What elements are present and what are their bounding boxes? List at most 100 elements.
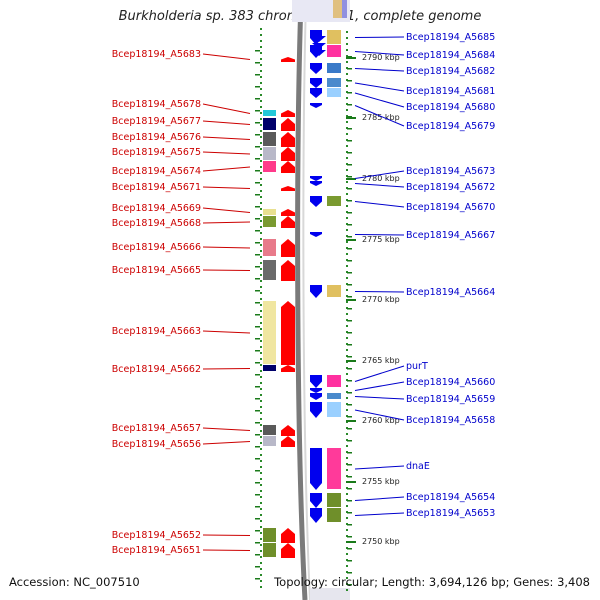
- scale-tick: [255, 98, 260, 100]
- scale-major-tick: [346, 178, 356, 180]
- ruler-dot: [346, 169, 348, 171]
- scale-tick: [255, 386, 260, 388]
- gene-arrow-plus: [310, 232, 322, 237]
- scale-tick: [347, 368, 352, 370]
- ruler-dot: [260, 214, 262, 216]
- gene-label-left: Bcep18194_A5663: [112, 326, 201, 337]
- ruler-dot: [346, 385, 348, 387]
- gene-arrow-minus: [281, 543, 295, 558]
- gene-label-right: Bcep18194_A5673: [406, 166, 495, 177]
- scale-tick: [255, 194, 260, 196]
- gene-label-leader: [202, 103, 251, 114]
- ruler-dot: [260, 556, 262, 558]
- ruler-dot: [260, 100, 262, 102]
- ruler-dot: [346, 553, 348, 555]
- scale-label: 2775 kbp: [362, 235, 400, 244]
- ruler-dot: [260, 484, 262, 486]
- ruler-dot: [260, 292, 262, 294]
- top-band-strip: [333, 0, 342, 18]
- scale-tick: [347, 380, 352, 382]
- gene-label-leader: [354, 465, 405, 470]
- ruler-dot: [346, 181, 348, 183]
- scale-tick: [255, 254, 260, 256]
- gene-label-leader: [354, 105, 405, 127]
- ruler-dot: [260, 244, 262, 246]
- gene-arrow-minus: [281, 436, 295, 447]
- gene-label-left: Bcep18194_A5671: [112, 182, 201, 193]
- gene-label-right: Bcep18194_A5681: [406, 86, 495, 97]
- ruler-dot: [346, 349, 348, 351]
- ruler-dot: [346, 265, 348, 267]
- scale-tick: [347, 80, 352, 82]
- scale-tick: [255, 62, 260, 64]
- ruler-dot: [260, 520, 262, 522]
- gene-label-leader: [202, 53, 251, 60]
- ruler-dot: [260, 142, 262, 144]
- scale-tick: [347, 128, 352, 130]
- gene-arrow-plus: [310, 176, 322, 181]
- gene-block: [327, 78, 341, 87]
- ruler-dot: [260, 346, 262, 348]
- scale-tick: [347, 224, 352, 226]
- ruler-dot: [346, 253, 348, 255]
- genome-backbone-line: [295, 0, 308, 600]
- scale-tick: [255, 434, 260, 436]
- scale-label: 2750 kbp: [362, 537, 400, 546]
- scale-label: 2765 kbp: [362, 356, 400, 365]
- gene-block: [327, 375, 341, 387]
- scale-tick: [255, 542, 260, 544]
- map-backbone: [292, 0, 350, 600]
- ruler-dot: [260, 118, 262, 120]
- ruler-dot: [260, 274, 262, 276]
- ruler-dot: [260, 82, 262, 84]
- top-band-strip-blue: [342, 0, 347, 18]
- scale-tick: [255, 110, 260, 112]
- scale-tick: [347, 308, 352, 310]
- scale-tick: [347, 392, 352, 394]
- ruler-dot: [260, 538, 262, 540]
- gene-block: [327, 493, 341, 507]
- scale-tick: [255, 158, 260, 160]
- scale-tick: [255, 446, 260, 448]
- scale-tick: [255, 410, 260, 412]
- ruler-dot: [260, 136, 262, 138]
- gene-arrow-minus: [281, 239, 295, 257]
- scale-tick: [255, 230, 260, 232]
- gene-arrow-plus: [310, 402, 322, 418]
- ruler-dot: [260, 568, 262, 570]
- ruler-dot: [260, 154, 262, 156]
- scale-tick: [255, 290, 260, 292]
- ruler-dot: [260, 508, 262, 510]
- scale-tick: [255, 278, 260, 280]
- ruler-dot: [260, 76, 262, 78]
- ruler-dot: [260, 442, 262, 444]
- gene-block: [263, 132, 276, 146]
- scale-tick: [255, 182, 260, 184]
- gene-block: [327, 402, 341, 417]
- ruler-dot: [346, 193, 348, 195]
- gene-label-right: Bcep18194_A5654: [406, 492, 495, 503]
- gene-arrow-plus: [310, 103, 322, 108]
- ruler-dot: [260, 466, 262, 468]
- ruler-dot: [260, 208, 262, 210]
- gene-arrow-plus: [310, 285, 322, 298]
- gene-arrow-minus: [281, 301, 295, 365]
- ruler-dot: [260, 514, 262, 516]
- gene-label-leader: [354, 381, 405, 391]
- ruler-dot: [346, 589, 348, 591]
- ruler-dot: [260, 430, 262, 432]
- scale-tick: [347, 536, 352, 538]
- ruler-dot: [260, 148, 262, 150]
- ruler-dot: [260, 358, 262, 360]
- ruler-dot: [346, 565, 348, 567]
- ruler-dot: [260, 94, 262, 96]
- scale-tick: [255, 398, 260, 400]
- gene-label-leader: [202, 269, 251, 271]
- scale-label: 2770 kbp: [362, 295, 400, 304]
- ruler-dot: [346, 43, 348, 45]
- scale-tick: [347, 296, 352, 298]
- gene-label-leader: [354, 365, 405, 382]
- gene-arrow-plus: [310, 493, 322, 508]
- gene-block: [327, 508, 341, 522]
- scale-tick: [255, 146, 260, 148]
